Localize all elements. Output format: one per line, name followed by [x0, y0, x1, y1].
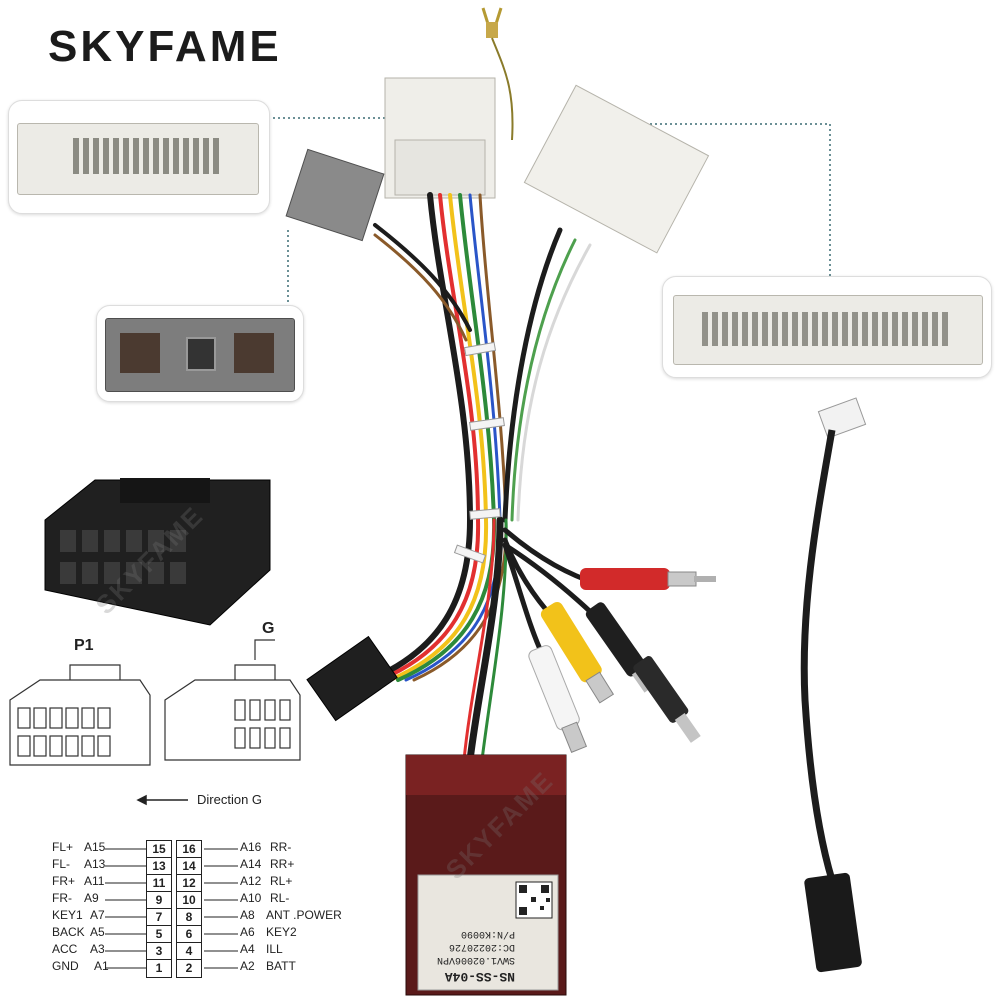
module-sw: SWV1.02006VPN — [436, 954, 515, 965]
pin-signal-left: KEY1 — [52, 908, 83, 922]
label-g: G — [262, 620, 275, 637]
zip-ties — [453, 341, 505, 564]
connector-face — [17, 123, 259, 195]
canbus-module — [405, 754, 567, 996]
pin-row — [702, 312, 952, 346]
pin-code-left: A15 — [84, 840, 106, 854]
ground-terminal — [481, 7, 514, 141]
pin-number: 10 — [176, 891, 202, 910]
g-diagram — [164, 639, 301, 761]
label-direction: Direction G — [197, 792, 263, 807]
detail-white-connector-2 — [662, 276, 992, 378]
pin-row — [73, 138, 223, 174]
pin-number: 3 — [146, 942, 172, 961]
pin-signal-left: GND — [52, 959, 79, 973]
brand-logo: SKYFAME — [48, 22, 282, 71]
pin-code-right: A10 — [240, 891, 262, 905]
pin-code-left: A11 — [84, 874, 105, 888]
pin-code-right: A16 — [240, 840, 262, 854]
pin-number: 2 — [176, 959, 202, 978]
connector-face — [105, 318, 295, 392]
pin-code-right: A6 — [240, 925, 255, 939]
side-cable — [800, 397, 867, 973]
pin-signal-left: FL+ — [52, 840, 74, 854]
pin-signal-right: RL+ — [270, 874, 293, 888]
detail-grey-connector — [96, 305, 304, 402]
module-sticker-text: NS-SS-04A SWV1.02006VPN DC:20220726 P/N:… — [420, 880, 515, 988]
rca-white-plug — [528, 645, 588, 753]
pin-signal-right: ILL — [266, 942, 283, 956]
pin-code-left: A13 — [84, 857, 106, 871]
module-model: NS-SS-04A — [444, 969, 515, 984]
p1-diagram — [9, 664, 151, 766]
pin-number: 15 — [146, 840, 172, 859]
pin-signal-left: FL- — [52, 857, 70, 871]
pin-code-right: A4 — [240, 942, 255, 956]
pin-code-right: A12 — [240, 874, 262, 888]
pin-code-right: A2 — [240, 959, 255, 973]
pin-code-left: A9 — [84, 891, 99, 905]
white-connector-top — [384, 77, 496, 199]
pinout-table: FL+ A15 15 16 A16 RR- FL- A13 13 14 A14 … — [0, 840, 360, 990]
pin-code-right: A8 — [240, 908, 255, 922]
pin-code-right: A14 — [240, 857, 262, 871]
rca-yellow-plug — [540, 601, 615, 704]
module-pn: P/N:K0090 — [460, 928, 515, 939]
pin-signal-left: BACK — [52, 925, 85, 939]
label-p1: P1 — [74, 637, 94, 654]
pin-code-left: A1 — [94, 959, 109, 973]
pin-number: 13 — [146, 857, 172, 876]
pin-code-left: A3 — [90, 942, 105, 956]
pin-signal-left: FR+ — [52, 874, 76, 888]
iso-16pin-connector — [44, 478, 271, 626]
pin-code-left: A7 — [90, 908, 105, 922]
pinout-leaders — [105, 848, 238, 969]
pin-signal-right: RR+ — [270, 857, 295, 871]
pin-signal-right: BATT — [266, 959, 296, 973]
pin-number: 1 — [146, 959, 172, 978]
pin-code-left: A5 — [90, 925, 105, 939]
pin-signal-left: FR- — [52, 891, 72, 905]
pin-signal-right: KEY2 — [266, 925, 297, 939]
white-connector-right — [523, 84, 710, 254]
pin-signal-right: RR- — [270, 840, 292, 854]
module-dc: DC:20220726 — [448, 941, 515, 952]
harness-black-plug — [306, 635, 398, 722]
antenna-plug — [633, 656, 701, 743]
rca-red-plug — [580, 568, 716, 590]
grey-connector — [285, 148, 385, 242]
pin-signal-right: ANT .POWER — [266, 908, 342, 922]
pin-signal-left: ACC — [52, 942, 78, 956]
pin-signal-right: RL- — [270, 891, 290, 905]
direction-arrow — [136, 794, 188, 806]
detail-white-connector-1 — [8, 100, 270, 214]
connector-face — [673, 295, 983, 365]
